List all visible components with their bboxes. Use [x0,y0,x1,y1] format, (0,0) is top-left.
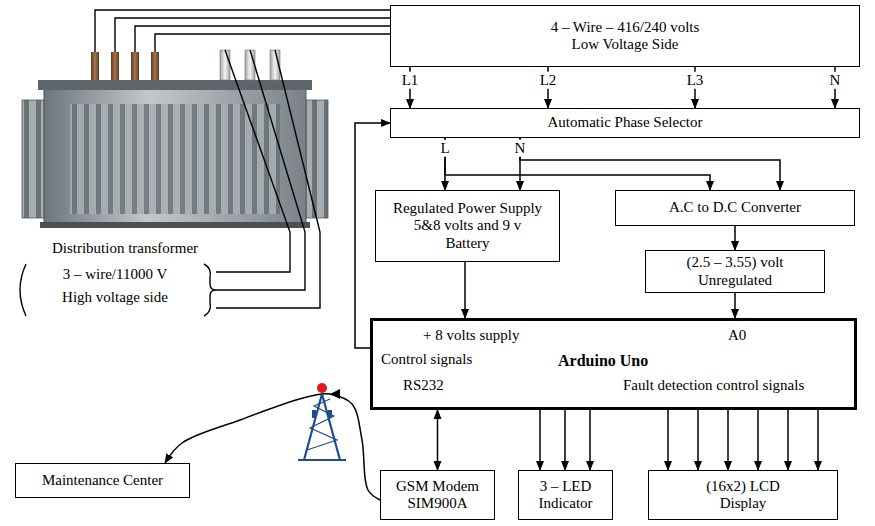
signal-arrowhead [330,389,340,399]
node-text: Regulated Power Supply 5&8 volts and 9 v… [390,200,545,252]
line-label: N [828,72,843,89]
node-text: 3 – LED Indicator [526,478,606,513]
line-label: L [438,140,451,157]
tank-cover [38,80,312,90]
label-text: 3 – wire/11000 V [28,266,202,283]
node-text: A.C to D.C Converter [669,199,801,216]
voltage-box: (2.5 – 3.55) volt Unregulated [645,250,825,293]
connector [165,394,380,500]
transformer-tank [44,88,306,225]
connector [437,410,439,470]
connector [520,138,780,190]
tower-legs [304,394,340,460]
line-label: N [513,140,528,157]
line-label: L3 [685,72,706,89]
connector [727,410,729,470]
hv-wires [216,50,320,308]
lv-bushing [111,52,119,80]
voltage-label: 3 – wire/11000 V [28,266,202,283]
hv-wire [216,50,305,290]
node-text: A0 [728,327,746,344]
label-text: High voltage side [28,289,202,306]
tower-base [298,459,346,461]
lv-wires [95,10,390,52]
hv-bushing [245,50,255,80]
tank-base [40,222,310,228]
power-supply-box: Regulated Power Supply 5&8 volts and 9 v… [375,190,560,262]
line-label: L1 [400,72,421,89]
bracket [204,264,216,316]
lv-bushing [91,52,99,80]
converter-box: A.C to D.C Converter [615,190,855,226]
connector [464,262,466,318]
tower-braces [307,399,337,450]
hv-bushing [220,50,230,80]
lv-bushing [151,52,159,80]
connector [734,226,736,250]
connector [734,293,736,318]
bracket [20,264,26,316]
display-box: (16x2) LCD Display [648,470,838,520]
connector [445,138,710,190]
tower-beacon [317,383,327,393]
voltage-label: High voltage side [28,289,202,306]
node-text: + 8 volts supply [423,327,519,344]
tower-dish [312,410,316,418]
microcontroller-box: + 8 volts supply A0Control signals Arduino… [370,318,857,410]
connector [697,410,699,470]
node-text: Maintenance Center [42,472,163,489]
lv-wire [115,18,390,52]
connector [757,410,759,470]
modem-box: GSM Modem SIM900A [380,470,495,520]
hv-wire [216,50,320,308]
node-text: Fault detection control signals [623,377,804,394]
label-text: Distribution transformer [20,240,230,257]
node-text: (16x2) LCD Display [688,478,798,513]
phase-selector-box: Automatic Phase Selector [390,108,860,138]
tower-dish [328,410,332,418]
radiator [22,100,44,218]
connector [564,410,566,470]
voltage-source-box: 4 – Wire – 416/240 volts Low Voltage Sid… [390,5,860,67]
radiator [306,100,328,218]
connector [667,410,669,470]
node-text: (2.5 – 3.55) volt Unregulated [668,254,803,289]
connector [539,410,541,470]
lv-bushing [131,52,139,80]
node-text: 4 – Wire – 416/240 volts Low Voltage Sid… [540,19,710,54]
lv-wire [95,10,390,52]
lv-wire [135,26,390,52]
figure-caption: Distribution transformer [20,240,230,257]
node-text: RS232 [403,377,444,394]
lv-wire [155,34,390,52]
node-text: Automatic Phase Selector [548,114,703,131]
tower-icon [298,383,346,460]
indicator-box: 3 – LED Indicator [518,470,613,520]
connector [589,410,591,470]
hv-wire [216,50,290,272]
line-label: L2 [538,72,559,89]
node-text: Arduino Uno [558,352,648,370]
maintenance-box: Maintenance Center [15,463,190,498]
node-text: GSM Modem SIM900A [390,478,485,513]
cooling-fins [70,104,280,214]
connector [787,410,789,470]
connector [817,410,819,470]
node-text: Control signals [381,351,472,368]
